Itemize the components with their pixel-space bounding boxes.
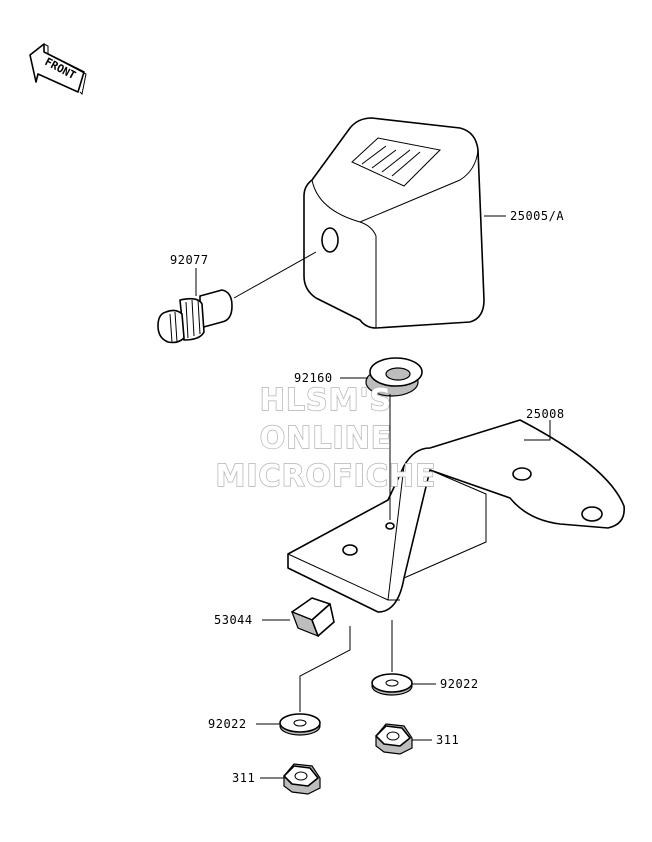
washer-left bbox=[279, 713, 321, 736]
watermark-line-1: HLSM'S bbox=[260, 383, 392, 418]
watermark-line-2: ONLINE bbox=[260, 421, 393, 456]
knob bbox=[157, 289, 233, 344]
nut-left bbox=[283, 763, 321, 795]
part-label-grommet: 92160 bbox=[294, 371, 333, 385]
part-label-clip: 53044 bbox=[214, 613, 253, 627]
part-label-washer-right: 92022 bbox=[440, 677, 479, 691]
nut-right bbox=[375, 723, 413, 755]
part-label-nut-right: 311 bbox=[436, 733, 459, 747]
part-label-bracket: 25008 bbox=[526, 407, 565, 421]
washer-right bbox=[371, 673, 413, 696]
leader-lines bbox=[195, 215, 551, 779]
clip bbox=[290, 597, 335, 638]
meter-cover bbox=[303, 117, 485, 329]
watermark: HLSM'S ONLINE MICROFICHE bbox=[215, 382, 437, 494]
front-arrow-icon: FRONT bbox=[29, 43, 87, 96]
bracket bbox=[287, 419, 625, 613]
part-label-washer-left: 92022 bbox=[208, 717, 247, 731]
part-label-knob: 92077 bbox=[170, 253, 209, 267]
part-label-meter-cover: 25005/A bbox=[510, 209, 564, 223]
grommet bbox=[365, 357, 423, 397]
part-label-nut-left: 311 bbox=[232, 771, 255, 785]
watermark-line-3: MICROFICHE bbox=[216, 459, 437, 494]
